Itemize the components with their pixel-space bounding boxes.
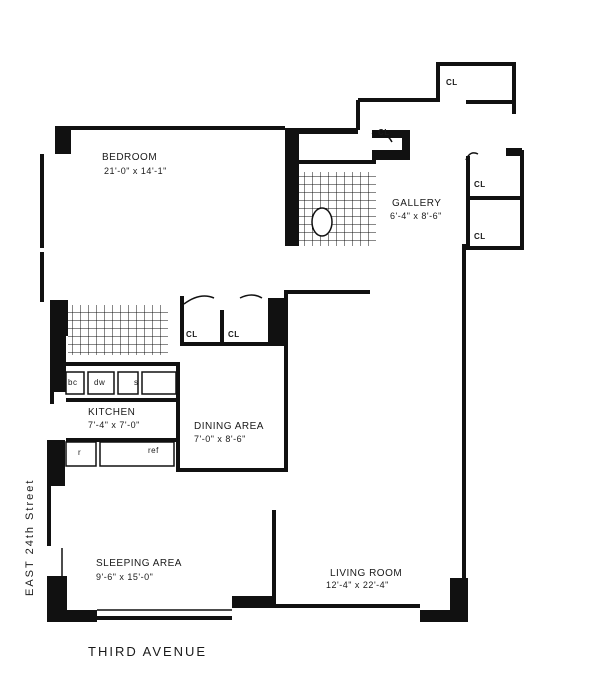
closet-label: CL	[228, 330, 240, 339]
fixture-ref-label: ref	[148, 446, 159, 455]
bedroom-label: BEDROOM	[102, 152, 158, 163]
east-24th-street-label: EAST 24th Street	[24, 478, 36, 596]
living-room-label: LIVING ROOM	[330, 568, 403, 579]
closet-label: CL	[446, 78, 458, 87]
kitchen-label: KITCHEN	[88, 407, 136, 418]
living-room-dims: 12'-4" x 22'-4"	[326, 580, 389, 590]
closet-label: CL	[186, 330, 198, 339]
fixture-r-label: r	[78, 448, 82, 457]
gallery-label: GALLERY	[392, 198, 442, 209]
dining-label: DINING AREA	[194, 421, 264, 432]
fixture-s-label: s	[134, 378, 139, 387]
walls	[40, 62, 524, 622]
fixtures	[61, 131, 479, 611]
kitchen-dims: 7'-4" x 7'-0"	[88, 420, 140, 430]
bedroom-dims: 21'-0" x 14'-1"	[104, 166, 167, 176]
bathroom-tile-floor	[296, 172, 376, 246]
closet-label: CL	[474, 180, 486, 189]
fixture-bc-label: bc	[68, 378, 78, 387]
gallery-dims: 6'-4" x 8'-6"	[390, 211, 442, 221]
third-avenue-label: THIRD AVENUE	[88, 644, 208, 659]
sleeping-area-dims: 9'-6" x 15'-0"	[96, 572, 154, 582]
closet-label: CL	[474, 232, 486, 241]
kitchen-counter-tiles	[68, 305, 168, 355]
sleeping-area-label: SLEEPING AREA	[96, 558, 182, 569]
fixture-dw-label: dw	[94, 378, 106, 387]
closet-label: CL	[378, 128, 390, 137]
dining-dims: 7'-0" x 8'-6"	[194, 434, 246, 444]
